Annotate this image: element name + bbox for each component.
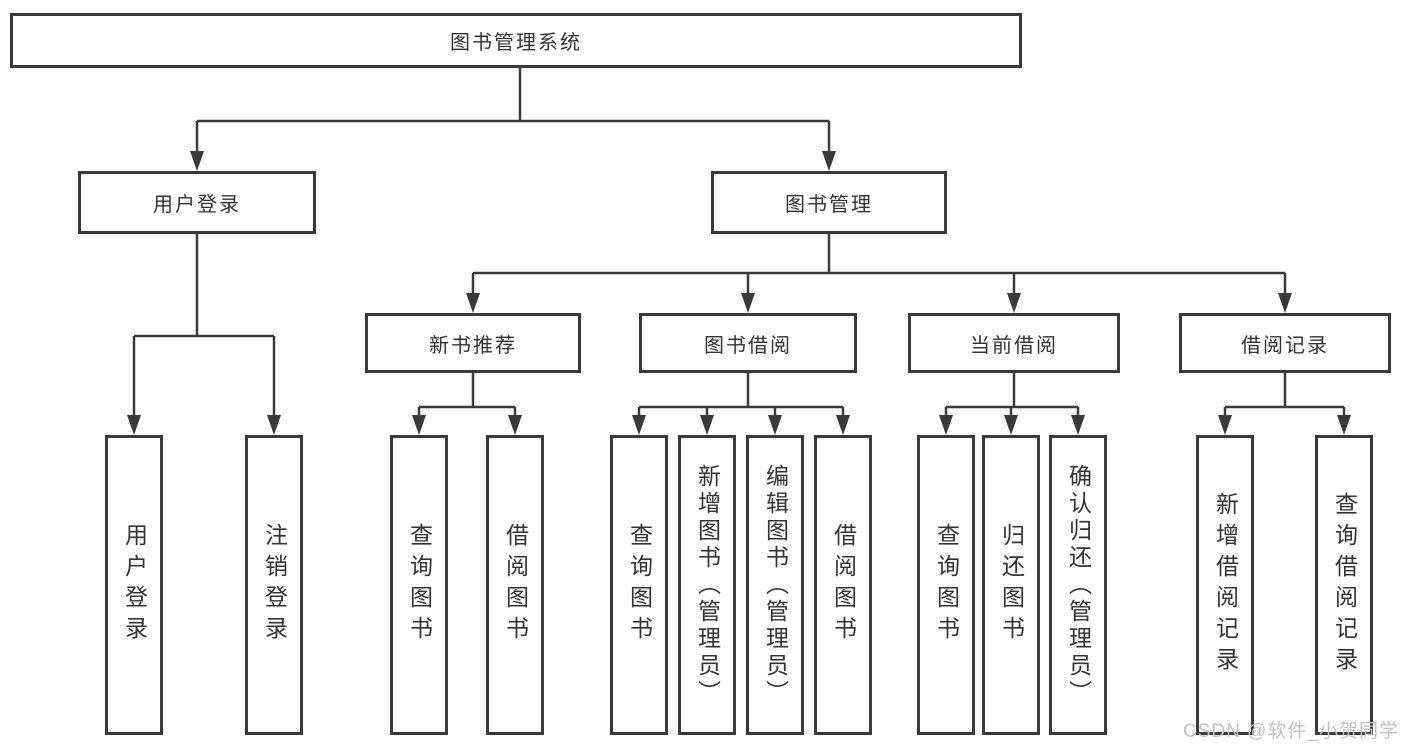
leaf-add-borrow-record: 新增借阅记录 xyxy=(1196,435,1254,735)
node-new-book-recommend: 新书推荐 xyxy=(365,313,581,373)
leaf-query-borrow-record: 查询借阅记录 xyxy=(1315,435,1373,735)
arrow-down-icon xyxy=(1004,415,1018,435)
arrow-down-icon xyxy=(939,415,953,435)
leaf-return-books: 归还图书 xyxy=(982,435,1040,735)
leaf-label: 查询图书 xyxy=(933,523,960,647)
leaf-borrow-books: 借阅图书 xyxy=(814,435,872,735)
leaf-query-books-current: 查询图书 xyxy=(917,435,975,735)
node-current-borrow: 当前借阅 xyxy=(908,313,1120,373)
leaf-query-books-borrow: 查询图书 xyxy=(610,435,668,735)
arrow-down-icon xyxy=(1218,415,1232,435)
arrow-down-icon xyxy=(700,415,714,435)
arrowheads xyxy=(127,151,1351,435)
arrow-down-icon xyxy=(508,415,522,435)
arrow-down-icon xyxy=(267,415,281,435)
arrow-down-icon xyxy=(190,151,204,171)
arrow-down-icon xyxy=(836,415,850,435)
leaf-user-login: 用户登录 xyxy=(105,435,163,735)
arrow-down-icon xyxy=(1278,293,1292,313)
node-book-borrow: 图书借阅 xyxy=(639,313,857,373)
arrow-down-icon xyxy=(1071,415,1085,435)
arrow-down-icon xyxy=(412,415,426,435)
leaf-label: 查询图书 xyxy=(626,523,653,647)
node-borrow-records: 借阅记录 xyxy=(1179,313,1391,373)
leaf-label: 归还图书 xyxy=(998,523,1025,647)
node-label: 当前借阅 xyxy=(970,334,1058,357)
node-label: 用户登录 xyxy=(153,194,241,216)
leaf-query-books-recommend: 查询图书 xyxy=(390,435,448,735)
arrow-down-icon xyxy=(1007,293,1021,313)
leaf-label: 编辑图书（管理员） xyxy=(762,463,789,707)
arrow-down-icon xyxy=(822,151,836,171)
node-label: 新书推荐 xyxy=(429,334,517,357)
node-user-login: 用户登录 xyxy=(78,171,316,234)
node-root: 图书管理系统 xyxy=(10,13,1022,68)
node-label: 借阅记录 xyxy=(1241,334,1329,357)
leaf-label: 查询图书 xyxy=(406,523,433,647)
arrow-down-icon xyxy=(466,293,480,313)
leaf-logout: 注销登录 xyxy=(245,435,303,735)
leaf-label: 新增图书（管理员） xyxy=(694,463,721,707)
leaf-label: 新增借阅记录 xyxy=(1212,492,1239,678)
node-root-label: 图书管理系统 xyxy=(450,32,582,54)
node-label: 图书借阅 xyxy=(704,334,792,357)
leaf-label: 确认归还（管理员） xyxy=(1065,463,1092,707)
arrow-down-icon xyxy=(741,293,755,313)
leaf-label: 查询借阅记录 xyxy=(1331,492,1358,678)
leaf-label: 借阅图书 xyxy=(502,523,529,647)
leaf-edit-book-admin: 编辑图书（管理员） xyxy=(746,435,804,735)
leaf-confirm-return-admin: 确认归还（管理员） xyxy=(1049,435,1107,735)
leaf-label: 用户登录 xyxy=(121,523,148,647)
node-book-management: 图书管理 xyxy=(711,171,947,234)
leaf-label: 借阅图书 xyxy=(830,523,857,647)
arrow-down-icon xyxy=(127,415,141,435)
leaf-label: 注销登录 xyxy=(261,523,288,647)
leaf-borrow-books-recommend: 借阅图书 xyxy=(486,435,544,735)
node-label: 图书管理 xyxy=(785,194,873,216)
arrow-down-icon xyxy=(632,415,646,435)
leaf-add-book-admin: 新增图书（管理员） xyxy=(678,435,736,735)
arrow-down-icon xyxy=(768,415,782,435)
arrow-down-icon xyxy=(1337,415,1351,435)
